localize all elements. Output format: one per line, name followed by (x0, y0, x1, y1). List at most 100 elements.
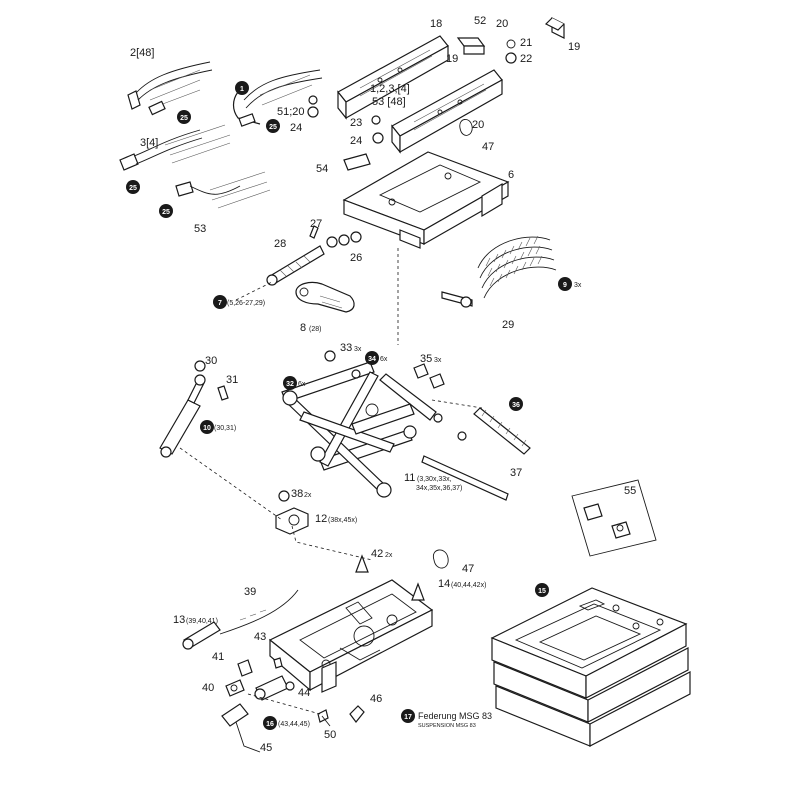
svg-text:36: 36 (512, 402, 520, 409)
cable-part-39[interactable] (219, 589, 299, 635)
clamp-part-41[interactable] (237, 659, 253, 677)
nut-part-43[interactable] (273, 657, 283, 669)
label-51-20: 51;20 (277, 106, 305, 118)
small-parts-24[interactable] (307, 95, 384, 144)
scissor-frame-part-11[interactable] (281, 361, 437, 498)
spring-part-36[interactable] (473, 407, 531, 455)
badge-1: 1 (235, 81, 249, 95)
label-11-sub-1: (3,30x,33x, (417, 476, 452, 483)
lever-handle-part-8[interactable] (295, 281, 355, 313)
label-21: 21 (520, 37, 532, 49)
label-6: 6 (508, 169, 514, 181)
badge-7: 7 (213, 295, 227, 309)
label-19-mid: 19 (446, 53, 458, 65)
label-31: 31 (226, 374, 238, 386)
seat-rail-left[interactable] (337, 35, 449, 120)
lever-part-3[interactable] (119, 124, 231, 171)
nut-part-38[interactable] (278, 490, 290, 502)
bracket-part-19[interactable] (544, 17, 565, 39)
label-20-top: 20 (496, 18, 508, 30)
bracket-part-18[interactable] (456, 37, 486, 55)
dash-line-adjuster (291, 525, 373, 561)
washers-part-26[interactable] (326, 231, 362, 248)
cap-part-42[interactable] (355, 554, 425, 601)
bracket-part-40[interactable] (225, 679, 245, 697)
bolt-part-29[interactable] (441, 291, 473, 308)
bolt-part-31[interactable] (217, 385, 229, 401)
svg-text:34: 34 (368, 356, 376, 363)
bellows-cover-part-15[interactable] (490, 587, 691, 747)
svg-text:1: 1 (240, 86, 244, 93)
badge-10: 10 (200, 420, 214, 434)
label-12-sub: (38x,45x) (328, 517, 357, 524)
label-55: 55 (624, 485, 636, 497)
label-18: 18 (430, 18, 442, 30)
label-19-right: 19 (568, 41, 580, 53)
label-47-top: 47 (482, 141, 494, 153)
label-46: 46 (370, 693, 382, 705)
clip-part-20[interactable] (459, 119, 473, 136)
label-2-48: 2[48] (130, 47, 154, 59)
adjuster-part-12[interactable] (275, 507, 309, 535)
kit-part-55[interactable] (571, 479, 657, 557)
label-14: 14 (438, 578, 450, 590)
badge-32: 32 (283, 376, 297, 390)
badge-9: 9 (558, 277, 572, 291)
label-44: 44 (298, 687, 310, 699)
fitting-part-16[interactable] (254, 675, 289, 701)
svg-text:32: 32 (286, 381, 294, 388)
label-24-right: 24 (350, 135, 362, 147)
lever-part-53[interactable] (175, 171, 271, 209)
washer-part-44[interactable] (285, 681, 295, 691)
rod-part-37[interactable] (421, 455, 509, 501)
plate-part-54[interactable] (343, 153, 371, 171)
label-22: 22 (520, 53, 532, 65)
svg-text:25: 25 (269, 124, 277, 131)
handle-part-13[interactable] (182, 621, 221, 650)
label-41: 41 (212, 651, 224, 663)
badge-25-c: 25 (126, 180, 140, 194)
label-1234: 1,2,3,[4] (370, 83, 410, 95)
badge-25-a: 25 (177, 110, 191, 124)
nut-part-33[interactable] (324, 350, 336, 362)
lever-part-1[interactable] (232, 69, 323, 127)
seat-carrier-part-6[interactable] (342, 151, 510, 249)
shaft-part-28[interactable] (266, 245, 325, 286)
label-40: 40 (202, 682, 214, 694)
base-frame-part-14[interactable] (268, 579, 434, 693)
pin-part-27[interactable] (309, 225, 319, 239)
badge-16: 16 (263, 716, 277, 730)
label-24-left: 24 (290, 122, 302, 134)
dash-line-fitting (247, 693, 321, 715)
nut-part-35[interactable] (413, 363, 445, 389)
small-nuts-scissor[interactable] (433, 413, 467, 441)
seat-rail-right[interactable] (391, 69, 503, 154)
label-52: 52 (474, 15, 486, 27)
badge-25-d: 25 (159, 204, 173, 218)
nut-part-22[interactable] (505, 39, 517, 64)
label-11-sub-2: 34x,35x,36,37) (416, 485, 462, 492)
label-53-48: 53 [48] (372, 96, 406, 108)
label-3-4: 3[4] (140, 137, 158, 149)
lever-part-2[interactable] (127, 61, 213, 116)
label-54: 54 (316, 163, 328, 175)
nut-part-30[interactable] (194, 360, 206, 372)
clip-part-47[interactable] (432, 549, 449, 569)
screw-part-46[interactable] (349, 705, 365, 723)
label-34-sub: 6x (380, 356, 388, 363)
svg-text:17: 17 (404, 714, 412, 721)
screw-part-50[interactable] (317, 709, 331, 727)
gas-spring-part-10[interactable] (159, 374, 206, 458)
label-53-lever: 53 (194, 223, 206, 235)
spring-set-part-9[interactable] (477, 235, 557, 299)
label-39: 39 (244, 586, 256, 598)
badge-15: 15 (535, 583, 549, 597)
label-8-sub: (28) (309, 326, 321, 333)
svg-text:25: 25 (162, 209, 170, 216)
svg-text:15: 15 (538, 588, 546, 595)
label-13: 13 (173, 614, 185, 626)
lever-part-45[interactable] (221, 703, 261, 753)
nut-part-34[interactable] (351, 369, 361, 379)
federung-subtitle: SUSPENSION MSG 83 (418, 723, 476, 729)
